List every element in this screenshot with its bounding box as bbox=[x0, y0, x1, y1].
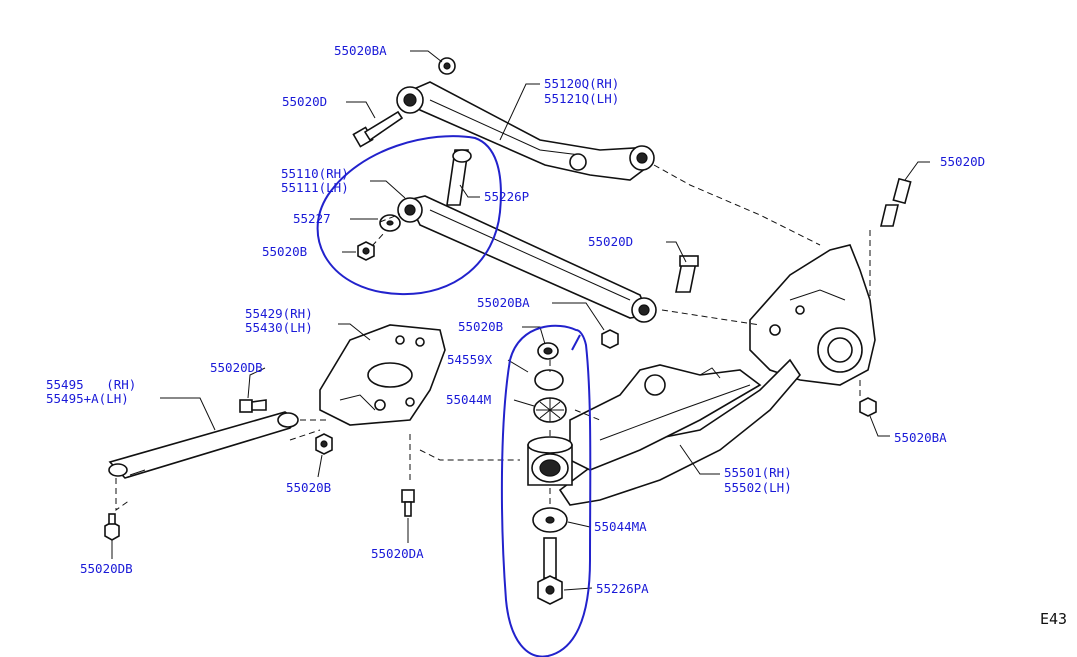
label-55020d-link: 55020D bbox=[588, 234, 633, 249]
bolt-55226p bbox=[446, 149, 472, 206]
label-55430-lh: 55430(LH) bbox=[245, 320, 313, 335]
trailing-arm bbox=[558, 358, 802, 506]
nut-55020ba-top bbox=[438, 57, 456, 75]
label-55020b-link: 55020B bbox=[262, 244, 307, 259]
label-55226pa: 55226PA bbox=[596, 581, 649, 596]
label-55121q-lh: 55121Q(LH) bbox=[544, 91, 619, 106]
lower-link bbox=[397, 195, 657, 323]
nut-55020b-lower bbox=[315, 433, 333, 455]
label-55020d-upper: 55020D bbox=[282, 94, 327, 109]
label-55020d-knuckle: 55020D bbox=[940, 154, 985, 169]
nut-55020ba-knuckle bbox=[859, 397, 877, 417]
bolt-55020d-link bbox=[675, 255, 699, 293]
label-55020da: 55020DA bbox=[371, 546, 424, 561]
annotation-circle-bushing bbox=[500, 324, 592, 657]
lateral-rod bbox=[108, 411, 299, 479]
nut-55020b-link bbox=[357, 241, 375, 261]
label-55020ba-link: 55020BA bbox=[477, 295, 530, 310]
label-55110-rh: 55110(RH) bbox=[281, 166, 349, 181]
annotation-circle-link bbox=[316, 135, 502, 296]
rear-knuckle bbox=[749, 244, 876, 386]
label-55429-rh: 55429(RH) bbox=[245, 306, 313, 321]
nut-55020ba-link bbox=[601, 329, 619, 349]
label-55111-lh: 55111(LH) bbox=[281, 180, 349, 195]
bolt-55020d-knuckle bbox=[879, 177, 912, 227]
label-55044m: 55044M bbox=[446, 392, 491, 407]
part-labels: 55020BA 55020D 55120Q(RH) 55121Q(LH) 551… bbox=[46, 43, 1067, 628]
mounting-bracket bbox=[319, 324, 446, 426]
label-55502-lh: 55502(LH) bbox=[724, 480, 792, 495]
washer-55227 bbox=[379, 214, 401, 232]
label-55020db-bottom: 55020DB bbox=[80, 561, 133, 576]
label-55020ba-knuckle: 55020BA bbox=[894, 430, 947, 445]
leader-lines bbox=[111, 50, 930, 591]
label-55495a-lh: 55495+A(LH) bbox=[46, 391, 129, 406]
label-55227: 55227 bbox=[293, 211, 331, 226]
label-55020ba-top: 55020BA bbox=[334, 43, 387, 58]
figure-reference: E43 bbox=[1040, 610, 1067, 628]
assembly-lines bbox=[115, 164, 871, 511]
label-55020b-lower: 55020B bbox=[286, 480, 331, 495]
annotation-tick bbox=[571, 334, 581, 351]
label-55020db-top: 55020DB bbox=[210, 360, 263, 375]
bolt-55020da bbox=[401, 489, 415, 517]
label-55020b-stack: 55020B bbox=[458, 319, 503, 334]
label-55501-rh: 55501(RH) bbox=[724, 465, 792, 480]
label-55495-rh: 55495 (RH) bbox=[46, 377, 136, 392]
label-55120q-rh: 55120Q(RH) bbox=[544, 76, 619, 91]
bolt-55020db-top bbox=[239, 399, 267, 413]
label-54559x: 54559X bbox=[447, 352, 493, 367]
label-55226p: 55226P bbox=[484, 189, 529, 204]
upper-control-arm bbox=[396, 81, 655, 181]
bushing-stack bbox=[527, 342, 573, 605]
label-55044ma: 55044MA bbox=[594, 519, 647, 534]
bolt-55020d-upper bbox=[352, 110, 404, 148]
bolt-55020db-bottom bbox=[104, 513, 120, 541]
